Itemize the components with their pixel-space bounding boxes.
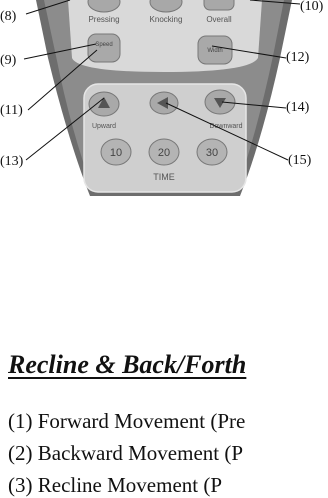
knocking-label: Knocking: [150, 15, 183, 24]
time-30-label: 30: [206, 147, 218, 159]
leader-line-8: [25, 0, 71, 15]
time-30-button: [196, 138, 228, 166]
leader-line-11: [27, 49, 98, 111]
up-arrow-icon: [98, 97, 110, 108]
speed-button: [87, 33, 121, 63]
leader-line-13: [25, 97, 105, 161]
downward-label: Downward: [209, 123, 242, 130]
overall-label: Overall: [206, 15, 232, 24]
time-20-button: [148, 138, 180, 166]
width-label: Width: [207, 48, 222, 54]
callout-15: (15): [288, 153, 312, 168]
time-20-label: 20: [158, 147, 170, 159]
time-10-label: 10: [110, 147, 122, 159]
left-arrow-icon: [157, 97, 168, 109]
speed-label: Speed: [95, 42, 112, 48]
leader-line-10: [249, 0, 301, 5]
callout-13: (13): [0, 154, 24, 169]
callout-10: (10): [300, 0, 324, 14]
leader-line-12: [211, 45, 287, 59]
pressing-label: Pressing: [88, 15, 119, 24]
leader-line-14: [221, 101, 287, 109]
callout-8: (8): [0, 9, 17, 24]
list-item-3: (3) Recline Movement (P: [8, 473, 223, 497]
callout-12: (12): [286, 50, 310, 65]
callout-11: (11): [0, 103, 23, 118]
upward-label: Upward: [92, 123, 116, 130]
leader-line-15: [165, 102, 289, 161]
time-10-button: [100, 138, 132, 166]
remote-control-figure: Pressing Knocking Overall Speed Width Up…: [23, 0, 301, 196]
callout-14: (14): [286, 100, 310, 115]
callout-9: (9): [0, 53, 17, 68]
list-item-1: (1) Forward Movement (Pre: [8, 409, 246, 433]
down-arrow-icon: [214, 98, 226, 108]
leader-line-9: [23, 43, 97, 60]
time-label: TIME: [153, 172, 175, 182]
list-item-2: (2) Backward Movement (P: [8, 441, 244, 465]
section-heading: Recline & Back/Forth: [8, 350, 247, 379]
width-button: [197, 35, 233, 65]
